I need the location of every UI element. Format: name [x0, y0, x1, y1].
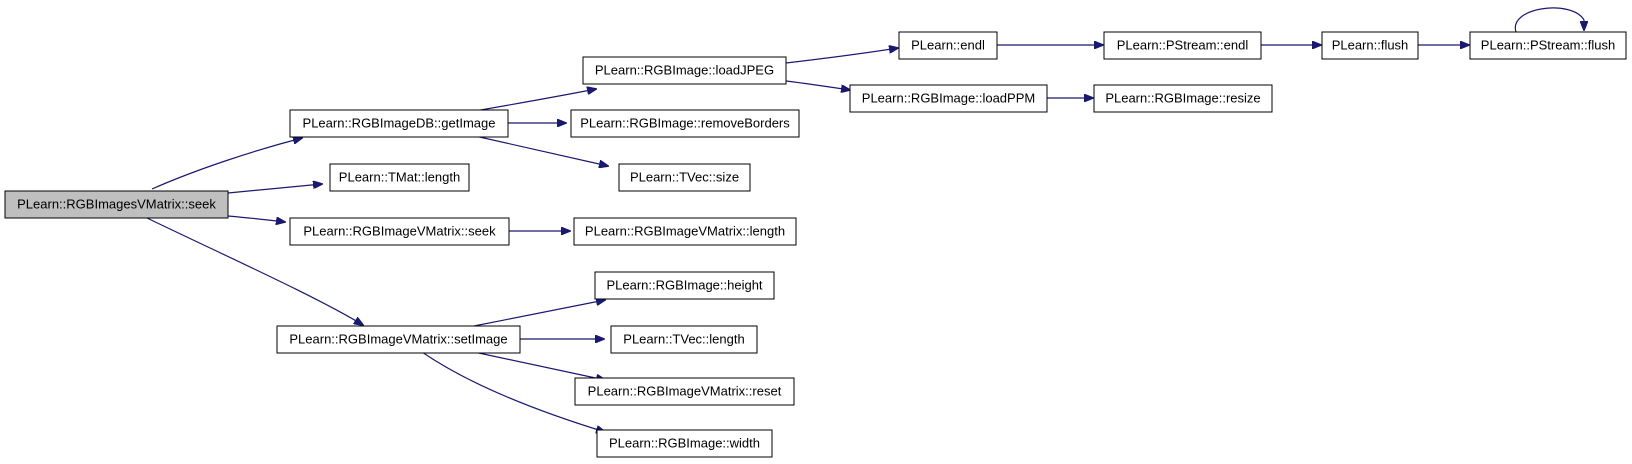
node-label: PLearn::RGBImageVMatrix::seek — [303, 223, 496, 238]
node-label: PLearn::flush — [1332, 37, 1409, 52]
node-rgbimagevmatrix-reset[interactable]: PLearn::RGBImageVMatrix::reset — [574, 377, 795, 406]
node-rgbimagevmatrix-setimage[interactable]: PLearn::RGBImageVMatrix::setImage — [276, 325, 521, 354]
node-rgbimagesvmatrix-seek[interactable]: PLearn::RGBImagesVMatrix::seek — [4, 190, 229, 219]
edges — [146, 7, 1584, 432]
edge-getimage-to-tvec-size — [474, 135, 608, 166]
node-label: PLearn::RGBImageDB::getImage — [303, 115, 496, 130]
node-label: PLearn::RGBImage::removeBorders — [580, 115, 790, 130]
node-rgbimage-width[interactable]: PLearn::RGBImage::width — [596, 429, 773, 458]
edge-setimage-to-height — [473, 300, 605, 327]
edge-seek-to-getimage — [151, 138, 302, 190]
edge-loadjpeg-to-loadppm — [785, 80, 850, 90]
node-label: PLearn::PStream::flush — [1481, 37, 1615, 52]
edge-pstream-flush-self-loop — [1514, 7, 1584, 33]
edge-seek-to-tmat-length — [227, 184, 322, 194]
edge-setimage-to-width — [421, 351, 605, 432]
node-tvec-length[interactable]: PLearn::TVec::length — [610, 325, 758, 354]
node-label: PLearn::PStream::endl — [1117, 37, 1249, 52]
node-rgbimage-loadppm[interactable]: PLearn::RGBImage::loadPPM — [849, 84, 1048, 113]
node-label: PLearn::RGBImageVMatrix::reset — [588, 383, 782, 398]
node-rgbimage-removeborders[interactable]: PLearn::RGBImage::removeBorders — [570, 109, 800, 138]
edge-seek-to-vmatrix-seek — [227, 215, 285, 222]
node-rgbimage-loadjpeg[interactable]: PLearn::RGBImage::loadJPEG — [582, 56, 787, 85]
node-label: PLearn::TVec::size — [630, 169, 739, 184]
node-rgbimagevmatrix-seek[interactable]: PLearn::RGBImageVMatrix::seek — [289, 217, 510, 246]
node-plearn-flush[interactable]: PLearn::flush — [1321, 31, 1419, 60]
edge-getimage-to-loadjpeg — [474, 89, 596, 112]
node-label: PLearn::endl — [911, 37, 985, 52]
edge-setimage-to-reset — [473, 351, 605, 380]
node-label: PLearn::RGBImage::loadPPM — [862, 90, 1035, 105]
nodes: PLearn::RGBImagesVMatrix::seek PLearn::R… — [4, 31, 1627, 458]
node-tmat-length[interactable]: PLearn::TMat::length — [329, 163, 470, 192]
node-rgbimagedb-getimage[interactable]: PLearn::RGBImageDB::getImage — [289, 109, 509, 138]
edge-loadjpeg-to-endl — [785, 48, 898, 64]
node-plearn-endl[interactable]: PLearn::endl — [898, 31, 998, 60]
node-label: PLearn::RGBImagesVMatrix::seek — [17, 196, 216, 211]
node-label: PLearn::RGBImageVMatrix::length — [585, 223, 785, 238]
node-pstream-flush[interactable]: PLearn::PStream::flush — [1469, 31, 1627, 60]
node-rgbimage-resize[interactable]: PLearn::RGBImage::resize — [1093, 84, 1273, 113]
node-rgbimage-height[interactable]: PLearn::RGBImage::height — [594, 271, 775, 300]
node-label: PLearn::TVec::length — [623, 331, 744, 346]
node-label: PLearn::RGBImage::loadJPEG — [595, 62, 774, 77]
node-pstream-endl[interactable]: PLearn::PStream::endl — [1103, 31, 1262, 60]
node-label: PLearn::RGBImage::width — [609, 435, 760, 450]
node-label: PLearn::RGBImage::resize — [1105, 90, 1260, 105]
node-label: PLearn::TMat::length — [339, 169, 460, 184]
node-rgbimagevmatrix-length[interactable]: PLearn::RGBImageVMatrix::length — [573, 217, 797, 246]
node-label: PLearn::RGBImage::height — [606, 277, 762, 292]
node-label: PLearn::RGBImageVMatrix::setImage — [289, 331, 507, 346]
node-tvec-size[interactable]: PLearn::TVec::size — [618, 163, 751, 192]
edge-seek-to-setimage — [146, 217, 363, 325]
